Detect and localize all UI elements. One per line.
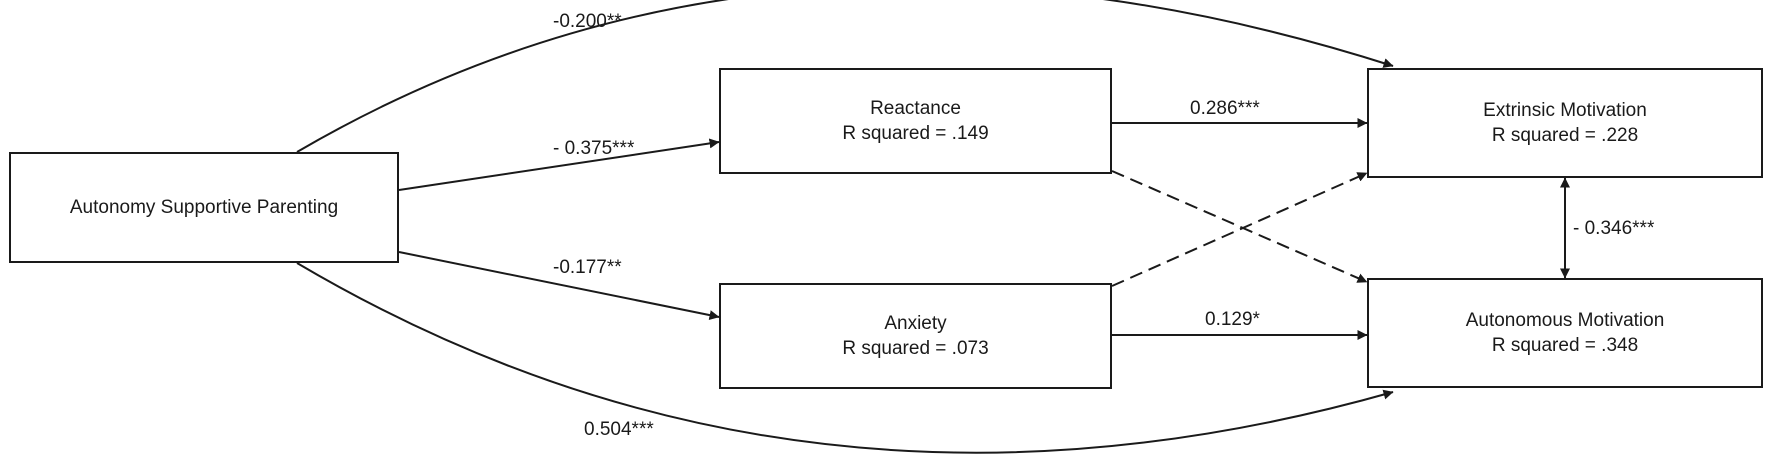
node-anxiety: Anxiety R squared = .073	[719, 283, 1112, 389]
arrow-asp-extrinsic	[296, 0, 1394, 153]
node-r-squared: R squared = .149	[842, 123, 989, 144]
arrow-reactance-autonomous	[1111, 170, 1368, 283]
node-title: Autonomy Supportive Parenting	[69, 197, 339, 218]
node-autonomy-supportive-parenting: Autonomy Supportive Parenting	[9, 152, 399, 263]
node-title: Anxiety	[884, 313, 947, 334]
node-reactance: Reactance R squared = .149	[719, 68, 1112, 174]
coef-anxiety-autonomous: 0.129*	[1205, 309, 1260, 330]
node-title: Extrinsic Motivation	[1483, 100, 1647, 121]
node-title: Autonomous Motivation	[1465, 310, 1665, 331]
arrow-anxiety-extrinsic	[1111, 172, 1368, 287]
coef-asp-autonomous: 0.504***	[584, 419, 654, 440]
coef-reactance-extrinsic: 0.286***	[1190, 98, 1260, 119]
coef-asp-anxiety: -0.177**	[553, 257, 622, 278]
node-r-squared: R squared = .228	[1491, 125, 1639, 146]
node-r-squared: R squared = .073	[842, 338, 989, 359]
coef-asp-extrinsic: -0.200**	[553, 11, 622, 32]
coef-asp-reactance: - 0.375***	[553, 138, 635, 159]
coef-extrinsic-autonomous: - 0.346***	[1573, 218, 1655, 239]
arrow-asp-anxiety	[398, 251, 720, 321]
node-r-squared: R squared = .348	[1491, 335, 1639, 356]
arrow-asp-autonomous	[296, 262, 1394, 454]
node-extrinsic-motivation: Extrinsic Motivation R squared = .228	[1367, 68, 1763, 178]
node-autonomous-motivation: Autonomous Motivation R squared = .348	[1367, 278, 1763, 388]
arrow-asp-reactance	[398, 138, 720, 191]
node-title: Reactance	[870, 98, 961, 119]
